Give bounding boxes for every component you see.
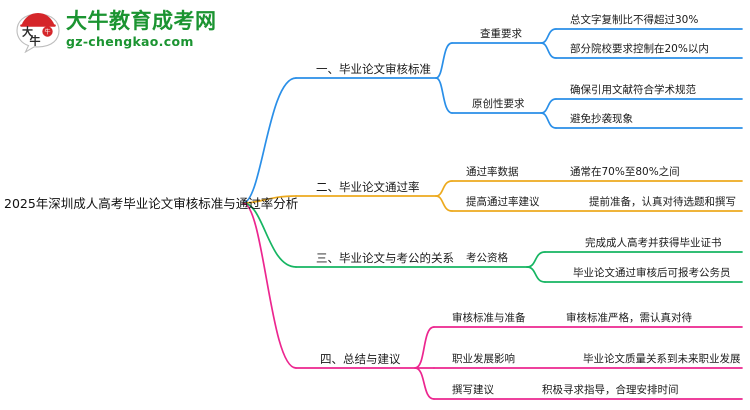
branch-1-child-2-leaf-1[interactable]: 确保引用文献符合学术规范 (570, 84, 696, 96)
link-root-branch4 (242, 202, 297, 369)
link-b3-leaf1 (526, 251, 546, 268)
link-branch4-child3 (414, 367, 435, 400)
link-root-branch3 (242, 202, 297, 268)
branch-1-child-1-leaf-2[interactable]: 部分院校要求控制在20%以内 (570, 43, 709, 55)
logo-text: 大牛教育成考网 gz-chengkao.com (66, 9, 238, 53)
branch-3-label[interactable]: 三、毕业论文与考公的关系 (316, 251, 454, 265)
branch-2-child-1-label[interactable]: 通过率数据 (466, 166, 519, 178)
branch-4-child-2-label[interactable]: 职业发展影响 (452, 353, 515, 365)
mindmap-root-title[interactable]: 2025年深圳成人高考毕业论文审核标准与通过率分析 (4, 196, 299, 211)
branch-1-child-1-leaf-1[interactable]: 总文字复制比不得超过30% (570, 14, 699, 26)
link-branch4-child1 (414, 326, 435, 369)
logo-mark-icon: 牛 大 牛 (16, 13, 60, 53)
branch-4-label[interactable]: 四、总结与建议 (320, 352, 401, 366)
branch-4-child-1-leaf-1[interactable]: 审核标准严格，需认真对待 (566, 312, 692, 324)
svg-text:牛: 牛 (44, 28, 50, 36)
branch-1-child-2-label[interactable]: 原创性要求 (472, 98, 525, 110)
link-branch2-child2 (435, 195, 453, 212)
logo-name-en: gz-chengkao.com (66, 34, 194, 49)
svg-text:大: 大 (22, 25, 33, 39)
branch-2-label[interactable]: 二、毕业论文通过率 (316, 180, 420, 194)
branch-4-child-1-label[interactable]: 审核标准与准备 (452, 312, 526, 324)
branch-4-child-3-label[interactable]: 撰写建议 (452, 384, 494, 396)
svg-text:牛: 牛 (30, 34, 41, 48)
link-c2-leaf2 (540, 112, 557, 129)
branch-4-child-2-leaf-1[interactable]: 毕业论文质量关系到未来职业发展 (583, 353, 741, 365)
link-c1-leaf2 (540, 42, 557, 59)
link-c2-leaf1 (540, 98, 557, 114)
branch-1-child-2-leaf-2[interactable]: 避免抄袭现象 (570, 113, 633, 125)
link-branch1-child1 (435, 42, 453, 79)
link-root-branch1 (242, 77, 297, 204)
logo-name-cn: 大牛教育成考网 (66, 9, 217, 33)
branch-2-child-2-label[interactable]: 提高通过率建议 (466, 196, 540, 208)
link-c1-leaf1 (540, 28, 557, 44)
branch-2-child-1-leaf-1[interactable]: 通常在70%至80%之间 (570, 166, 680, 178)
branch-2-child-2-leaf-1[interactable]: 提前准备，认真对待选题和撰写 (589, 196, 736, 208)
link-branch2-child1 (435, 180, 453, 197)
branch-1-label[interactable]: 一、毕业论文审核标准 (316, 62, 431, 76)
branch-4-child-3-leaf-1[interactable]: 积极寻求指导，合理安排时间 (542, 384, 679, 396)
branch-3-child-1-leaf-1[interactable]: 完成成人高考并获得毕业证书 (585, 237, 722, 249)
branch-1-child-1-label[interactable]: 查重要求 (480, 28, 522, 40)
branch-3-child-1-leaf-2[interactable]: 毕业论文通过审核后可报考公务员 (573, 267, 731, 279)
link-branch1-child2 (435, 77, 453, 114)
branch-3-child-1-label[interactable]: 考公资格 (466, 252, 508, 264)
link-b3-leaf2 (526, 266, 546, 283)
site-logo[interactable]: 牛 大 牛 大牛教育成考网 gz-chengkao.com (8, 4, 238, 56)
